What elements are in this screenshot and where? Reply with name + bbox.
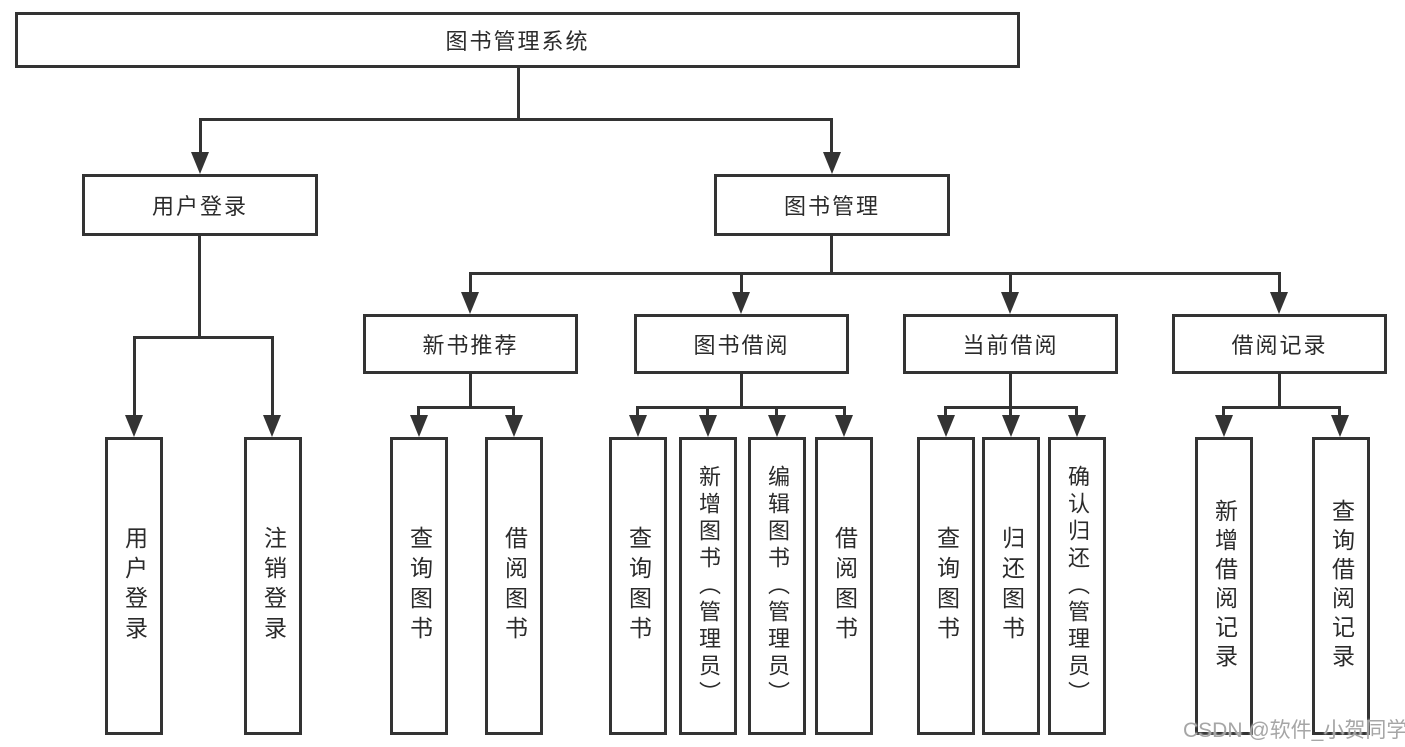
connector-stem — [740, 374, 743, 406]
connector-split — [1222, 406, 1341, 409]
leaf-query-books-recommend-label: 查询图书 — [406, 526, 433, 646]
leaf-add-borrow-record-label: 新增借阅记录 — [1211, 499, 1238, 673]
leaf-borrow-books-recommend-label: 借阅图书 — [501, 526, 528, 646]
connector-leaf-drop — [775, 406, 778, 418]
arrowhead-leaf — [629, 415, 647, 437]
connector-user-login-stem — [198, 236, 201, 336]
connector-leaf-drop — [944, 406, 947, 418]
arrowhead-leaf — [1068, 415, 1086, 437]
node-root-label: 图书管理系统 — [445, 29, 590, 54]
leaf-borrow-books-label: 借阅图书 — [831, 526, 858, 646]
connector-split — [417, 406, 515, 409]
connector-leaf-drop — [636, 406, 639, 418]
leaf-return-book-label: 归还图书 — [998, 526, 1025, 646]
leaf-query-books-current-label: 查询图书 — [933, 526, 960, 646]
connector-stem — [1009, 374, 1012, 406]
leaf-query-books-current: 查询图书 — [917, 437, 975, 735]
connector-user-login-drop — [199, 118, 202, 154]
connector-leaf-drop — [843, 406, 846, 418]
connector-level3-drop — [1009, 272, 1012, 294]
arrowhead-leaf — [937, 415, 955, 437]
node-current-borrow-label: 当前借阅 — [962, 333, 1059, 358]
leaf-edit-book-admin: 编辑图书（管理员） — [748, 437, 806, 735]
connector-stem — [469, 374, 472, 406]
connector-split — [636, 406, 846, 409]
node-book-management: 图书管理 — [714, 174, 950, 236]
leaf-query-borrow-record-label: 查询借阅记录 — [1328, 499, 1355, 673]
arrowhead-leaf — [1002, 415, 1020, 437]
arrowhead-leaf — [505, 415, 523, 437]
leaf-add-book-admin: 新增图书（管理员） — [679, 437, 737, 735]
arrowhead-current-borrow — [1001, 292, 1019, 314]
node-user-login: 用户登录 — [82, 174, 318, 236]
node-book-borrow: 图书借阅 — [634, 314, 849, 374]
connector-user-login-split — [133, 336, 274, 339]
arrowhead-leaf — [835, 415, 853, 437]
leaf-borrow-books: 借阅图书 — [815, 437, 873, 735]
leaf-user-login: 用户登录 — [105, 437, 163, 735]
arrowhead-leaf — [768, 415, 786, 437]
connector-leaf-drop — [1009, 406, 1012, 418]
leaf-user-login-label: 用户登录 — [121, 526, 148, 646]
node-root: 图书管理系统 — [15, 12, 1020, 68]
connector-level2-split — [199, 118, 833, 121]
node-user-login-label: 用户登录 — [151, 194, 248, 219]
arrowhead-leaf — [1215, 415, 1233, 437]
csdn-watermark: CSDN @软件_小贺同学 — [1183, 714, 1405, 744]
connector-leaf-drop — [417, 406, 420, 418]
leaf-return-book: 归还图书 — [982, 437, 1040, 735]
connector-level3-drop — [740, 272, 743, 294]
connector-stem — [1278, 374, 1281, 406]
arrowhead-leaf — [410, 415, 428, 437]
connector-level3-drop — [1278, 272, 1281, 294]
connector-book-mgmt-drop — [830, 118, 833, 154]
leaf-confirm-return-admin: 确认归还（管理员） — [1048, 437, 1106, 735]
leaf-borrow-books-recommend: 借阅图书 — [485, 437, 543, 735]
leaf-edit-book-admin-label: 编辑图书（管理员） — [765, 464, 790, 708]
connector-leaf-drop — [133, 336, 136, 417]
node-borrow-records: 借阅记录 — [1172, 314, 1387, 374]
leaf-query-books-recommend: 查询图书 — [390, 437, 448, 735]
node-borrow-records-label: 借阅记录 — [1231, 333, 1328, 358]
connector-book-mgmt-stem — [830, 236, 833, 275]
arrowhead-user-login — [191, 152, 209, 174]
leaf-confirm-return-admin-label: 确认归还（管理员） — [1065, 464, 1090, 708]
connector-level3-split — [469, 272, 1281, 275]
arrowhead-leaf — [699, 415, 717, 437]
arrowhead-leaf — [125, 415, 143, 437]
leaf-logout-label: 注销登录 — [260, 526, 287, 646]
node-new-book-recommend-label: 新书推荐 — [422, 333, 519, 358]
connector-leaf-drop — [1222, 406, 1225, 418]
node-book-borrow-label: 图书借阅 — [693, 333, 790, 358]
csdn-watermark-text: CSDN @软件_小贺同学 — [1183, 719, 1405, 742]
node-new-book-recommend: 新书推荐 — [363, 314, 578, 374]
connector-leaf-drop — [1338, 406, 1341, 418]
connector-root-stem — [517, 68, 520, 118]
arrowhead-borrow-records — [1270, 292, 1288, 314]
connector-leaf-drop — [512, 406, 515, 418]
connector-level3-drop — [469, 272, 472, 294]
leaf-add-borrow-record: 新增借阅记录 — [1195, 437, 1253, 735]
arrowhead-leaf — [1331, 415, 1349, 437]
arrowhead-leaf — [263, 415, 281, 437]
leaf-query-books-borrow-label: 查询图书 — [625, 526, 652, 646]
leaf-add-book-admin-label: 新增图书（管理员） — [696, 464, 721, 708]
leaf-query-books-borrow: 查询图书 — [609, 437, 667, 735]
leaf-query-borrow-record: 查询借阅记录 — [1312, 437, 1370, 735]
connector-leaf-drop — [706, 406, 709, 418]
arrowhead-book-borrow — [732, 292, 750, 314]
connector-leaf-drop — [1075, 406, 1078, 418]
arrowhead-new-book-rec — [461, 292, 479, 314]
node-current-borrow: 当前借阅 — [903, 314, 1118, 374]
arrowhead-book-mgmt — [823, 152, 841, 174]
leaf-logout: 注销登录 — [244, 437, 302, 735]
connector-leaf-drop — [271, 336, 274, 417]
node-book-management-label: 图书管理 — [783, 194, 880, 219]
